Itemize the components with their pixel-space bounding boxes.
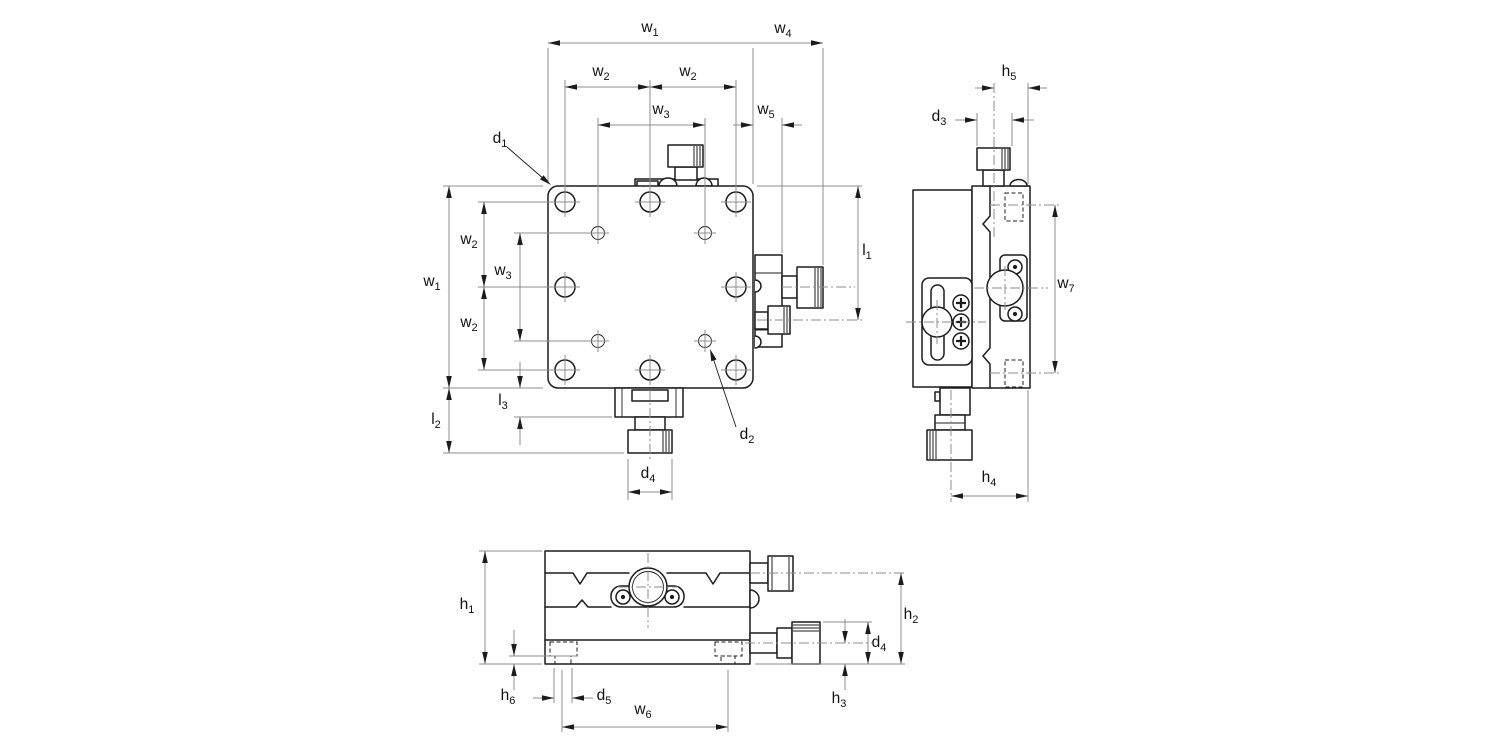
side-bottom-stem bbox=[939, 387, 971, 416]
dim-label-l2: l2 bbox=[431, 410, 441, 432]
dim-label-w2-top-left: w2 bbox=[592, 62, 610, 84]
knurl-lines bbox=[1001, 149, 1009, 169]
top-micrometer-knob bbox=[667, 144, 704, 168]
carriage-line bbox=[544, 599, 751, 608]
dim-label-w2-left-lower: w2 bbox=[460, 313, 478, 335]
top-micrometer-stem bbox=[674, 166, 698, 181]
dim-label-h3: h3 bbox=[831, 689, 847, 711]
dim-label-w6: w6 bbox=[634, 700, 652, 722]
knurl-lines bbox=[793, 624, 819, 632]
extension-lines bbox=[443, 48, 1029, 732]
dim-label-w3-top: w3 bbox=[652, 100, 670, 122]
knurl-lines bbox=[929, 431, 937, 459]
dim-label-w1-top: w1 bbox=[641, 18, 659, 40]
dim-label-w3-left: w3 bbox=[494, 261, 512, 283]
dim-label-l3: l3 bbox=[498, 391, 508, 413]
dovetail-line bbox=[544, 572, 751, 585]
dim-label-w5: w5 bbox=[757, 100, 775, 122]
side-view bbox=[912, 147, 1031, 461]
dim-label-w4: w4 bbox=[774, 19, 792, 41]
dim-label-d1: d1 bbox=[492, 129, 508, 151]
dim-label-h6: h6 bbox=[500, 686, 516, 708]
dim-label-h5: h5 bbox=[1001, 62, 1017, 84]
knurl-lines bbox=[693, 146, 701, 166]
front-view bbox=[544, 550, 821, 665]
dim-label-h2: h2 bbox=[903, 605, 919, 627]
dim-label-h1: h1 bbox=[459, 595, 475, 617]
dim-label-w7: w7 bbox=[1057, 274, 1075, 296]
dim-label-w2-top-right: w2 bbox=[679, 62, 697, 84]
dim-label-d5: d5 bbox=[596, 686, 612, 708]
centerlines bbox=[618, 83, 1060, 644]
hidden-hole bbox=[1004, 359, 1024, 388]
dim-label-l1: l1 bbox=[862, 241, 872, 263]
dim-label-d2: d2 bbox=[739, 425, 755, 447]
dim-label-w1-left: w1 bbox=[423, 272, 441, 294]
leader-lines bbox=[506, 146, 737, 428]
side-bottom-knob bbox=[926, 429, 973, 461]
hole-crosshairs bbox=[550, 187, 751, 385]
hidden-hole bbox=[1004, 192, 1024, 222]
dim-label-d3: d3 bbox=[931, 107, 947, 129]
top-view bbox=[547, 144, 824, 454]
dimension-arrows bbox=[446, 40, 1058, 730]
dim-label-w2-left-upper: w2 bbox=[460, 230, 478, 252]
dim-label-d4-front: d4 bbox=[871, 633, 887, 655]
knurl-lines bbox=[662, 431, 670, 452]
dim-label-d4-top-view: d4 bbox=[640, 464, 656, 486]
bracket-bump bbox=[658, 177, 678, 187]
dim-label-h4: h4 bbox=[981, 468, 997, 490]
